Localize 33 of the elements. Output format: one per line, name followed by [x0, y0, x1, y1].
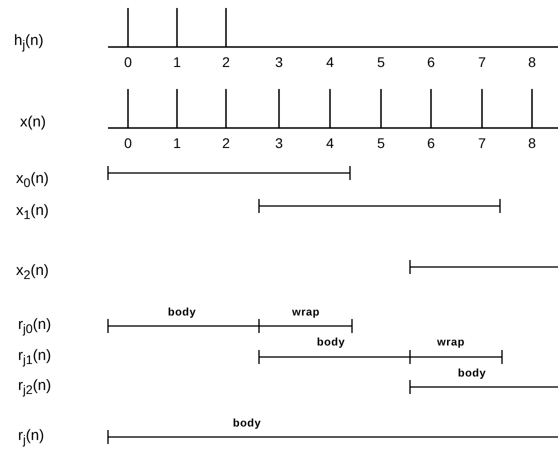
tick-label: 5 [377, 136, 385, 150]
signal-label: x$_{0}$(n) [16, 170, 49, 190]
tick-label: 0 [124, 136, 132, 150]
tick-label: 5 [377, 55, 385, 69]
signal-label: r$_{j2}$(n) [18, 378, 52, 396]
signal-label: r$_{j}$(n) [18, 428, 44, 446]
tick-label: 7 [478, 136, 486, 150]
tick-label: 6 [427, 55, 435, 69]
signal-label: x(n) [20, 114, 46, 130]
tick-label: 3 [275, 55, 283, 69]
segment-label: body [316, 338, 346, 348]
segment-label: body [232, 418, 262, 430]
tick-label: 1 [173, 55, 181, 69]
segment-label: body [458, 368, 486, 380]
tick-label: 7 [478, 55, 486, 69]
tick-label: 4 [326, 55, 334, 69]
tick-label: 8 [528, 136, 536, 150]
tick-label: 0 [124, 55, 132, 69]
signal-label: h$_{j}$(n) [14, 32, 44, 52]
signal-label: r$_{j0}$(n) [18, 316, 52, 336]
signal-label: r$_{j1}$(n) [18, 348, 52, 366]
tick-label: 8 [528, 55, 536, 69]
tick-label: 4 [326, 136, 334, 150]
tick-label: 6 [427, 136, 435, 150]
segment-label: body [168, 308, 196, 318]
tick-label: 3 [275, 136, 283, 150]
segment-label: wrap [292, 308, 320, 318]
tick-label: 2 [222, 136, 230, 150]
segment-label: wrap [437, 338, 465, 348]
tick-label: 1 [173, 136, 181, 150]
tick-label: 2 [222, 55, 230, 69]
signal-label: x$_{1}$(n) [16, 202, 49, 222]
signal-label: x$_{2}$(n) [16, 262, 49, 282]
